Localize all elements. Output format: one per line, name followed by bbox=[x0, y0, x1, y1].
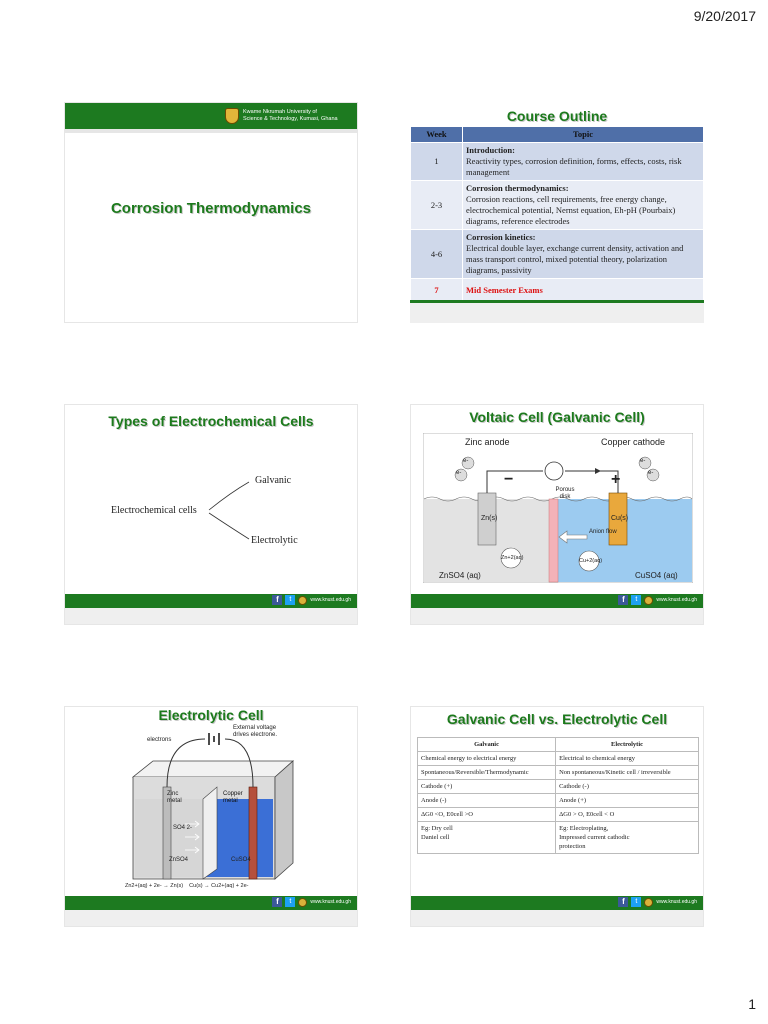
label-copper-cathode: Copper cathode bbox=[601, 437, 666, 447]
slide-voltaic-cell: Voltaic Cell (Galvanic Cell) Zinc anode … bbox=[410, 404, 704, 625]
table-row: 2-3 Corrosion thermodynamics:Corrosion r… bbox=[410, 180, 704, 230]
label-zn-solid: Zn(s) bbox=[481, 515, 498, 522]
slide-title: Galvanic Cell vs. Electrolytic Cell bbox=[446, 711, 668, 727]
column-header: Electrolytic bbox=[555, 737, 699, 752]
slide-footer-bar: f t www.knust.edu.gh bbox=[65, 594, 357, 608]
label-porous-disk: Porous disk bbox=[555, 487, 575, 500]
slide-title: Types of Electrochemical Cells bbox=[108, 413, 314, 429]
slide-footer-bar: f t www.knust.edu.gh bbox=[411, 896, 703, 910]
voltaic-cell-diagram bbox=[423, 433, 693, 583]
footer-url[interactable]: www.knust.edu.gh bbox=[656, 597, 697, 603]
slide-title: Corrosion Thermodynamics bbox=[110, 200, 312, 217]
column-header: Week bbox=[410, 126, 463, 143]
label-copper-metal: Copper metal bbox=[223, 791, 243, 804]
label-cuso4: CuSO4 bbox=[231, 857, 251, 863]
label-znso4: ZnSO4 (aq) bbox=[439, 571, 481, 580]
label-zinc-anode: Zinc anode bbox=[465, 437, 510, 447]
slide-course-outline: Course Outline Week Topic 1 Introduction… bbox=[410, 102, 704, 323]
table-row: Spontaneous/Reversible/Thermodynamic Non… bbox=[416, 765, 699, 780]
page-number: 1 bbox=[748, 996, 756, 1012]
twitter-icon[interactable]: t bbox=[631, 897, 642, 907]
tree-branch-galvanic: Galvanic bbox=[255, 475, 292, 486]
slide-electrolytic-cell: Electrolytic Cell electrons External vol… bbox=[64, 706, 358, 927]
label-cu-solid: Cu(s) bbox=[611, 515, 629, 522]
slide-title: Voltaic Cell (Galvanic Cell) bbox=[469, 409, 645, 425]
electron-label: e- bbox=[456, 470, 462, 476]
table-row: 1 Introduction:Reactivity types, corrosi… bbox=[410, 142, 704, 181]
slide-header-bar: Kwame Nkrumah University of Science & Te… bbox=[65, 103, 357, 129]
facebook-icon[interactable]: f bbox=[272, 897, 283, 907]
slide-corrosion-thermodynamics: Kwame Nkrumah University of Science & Te… bbox=[64, 102, 358, 323]
twitter-icon[interactable]: t bbox=[285, 897, 296, 907]
table-row: Anode (-) Anode (+) bbox=[416, 793, 699, 808]
anode-minus-sign: − bbox=[504, 471, 514, 488]
comparison-table: Galvanic Electrolytic Chemical energy to… bbox=[416, 737, 699, 854]
slide-footer-bar: f t www.knust.edu.gh bbox=[65, 896, 357, 910]
university-crest-icon bbox=[225, 108, 239, 124]
crest-icon bbox=[298, 595, 308, 605]
label-cuso4: CuSO4 (aq) bbox=[635, 571, 678, 580]
label-znso4: ZnSO4 bbox=[169, 857, 189, 863]
print-date: 9/20/2017 bbox=[693, 8, 756, 24]
table-row: Eg: Dry cell Daniel cell Eg: Electroplat… bbox=[416, 821, 699, 854]
cathode-plus-sign: + bbox=[611, 471, 621, 488]
crest-icon bbox=[298, 897, 308, 907]
tree-connector-lines bbox=[208, 481, 250, 540]
crest-icon bbox=[644, 595, 654, 605]
facebook-icon[interactable]: f bbox=[272, 595, 283, 605]
slide-galvanic-vs-electrolytic: Galvanic Cell vs. Electrolytic Cell Galv… bbox=[410, 706, 704, 927]
tree-branch-electrolytic: Electrolytic bbox=[251, 535, 298, 546]
label-zinc-metal: Zinc metal bbox=[167, 791, 182, 804]
column-header: Galvanic bbox=[416, 737, 557, 752]
table-row: 4-6 Corrosion kinetics:Electrical double… bbox=[410, 229, 704, 279]
label-sulfate: SO4 2- bbox=[173, 825, 193, 831]
course-outline-table: Week Topic 1 Introduction:Reactivity typ… bbox=[410, 126, 704, 303]
slide-title: Course Outline bbox=[506, 108, 608, 124]
slide-footer-bar: f t www.knust.edu.gh bbox=[411, 594, 703, 608]
electron-label: e- bbox=[463, 458, 469, 464]
table-row: Cathode (+) Cathode (-) bbox=[416, 779, 699, 794]
electron-label: e- bbox=[648, 470, 654, 476]
label-cu-ion: Cu+2(aq) bbox=[579, 558, 603, 564]
table-row: ΔG0 <O, E0cell >O ΔG0 > O, E0cell < O bbox=[416, 807, 699, 822]
twitter-icon[interactable]: t bbox=[285, 595, 296, 605]
label-zn-ion: Zn+2(aq) bbox=[501, 555, 524, 561]
tree-root-label: Electrochemical cells bbox=[111, 505, 197, 516]
electrolytic-half-reactions: Zn2+(aq) + 2e- → Zn(s) Cu(s) → Cu2+(aq) … bbox=[125, 883, 249, 889]
column-header: Topic bbox=[462, 126, 704, 143]
electron-label: e- bbox=[640, 458, 646, 464]
electrolytic-cell-diagram bbox=[131, 733, 295, 880]
slide-title: Electrolytic Cell bbox=[158, 707, 264, 723]
label-anion-flow: Anion flow bbox=[589, 529, 617, 535]
table-row: 7 Mid Semester Exams bbox=[410, 278, 704, 303]
footer-url[interactable]: www.knust.edu.gh bbox=[310, 899, 351, 905]
label-external-voltage: External voltage drives electrone. bbox=[233, 725, 278, 738]
facebook-icon[interactable]: f bbox=[618, 897, 629, 907]
table-row: Chemical energy to electrical energy Ele… bbox=[416, 751, 699, 766]
twitter-icon[interactable]: t bbox=[631, 595, 642, 605]
facebook-icon[interactable]: f bbox=[618, 595, 629, 605]
label-electrons: electrons bbox=[147, 737, 172, 743]
footer-url[interactable]: www.knust.edu.gh bbox=[310, 597, 351, 603]
university-name: Kwame Nkrumah University of Science & Te… bbox=[243, 109, 338, 122]
footer-url[interactable]: www.knust.edu.gh bbox=[656, 899, 697, 905]
slide-types-of-cells: Types of Electrochemical Cells Electroch… bbox=[64, 404, 358, 625]
crest-icon bbox=[644, 897, 654, 907]
